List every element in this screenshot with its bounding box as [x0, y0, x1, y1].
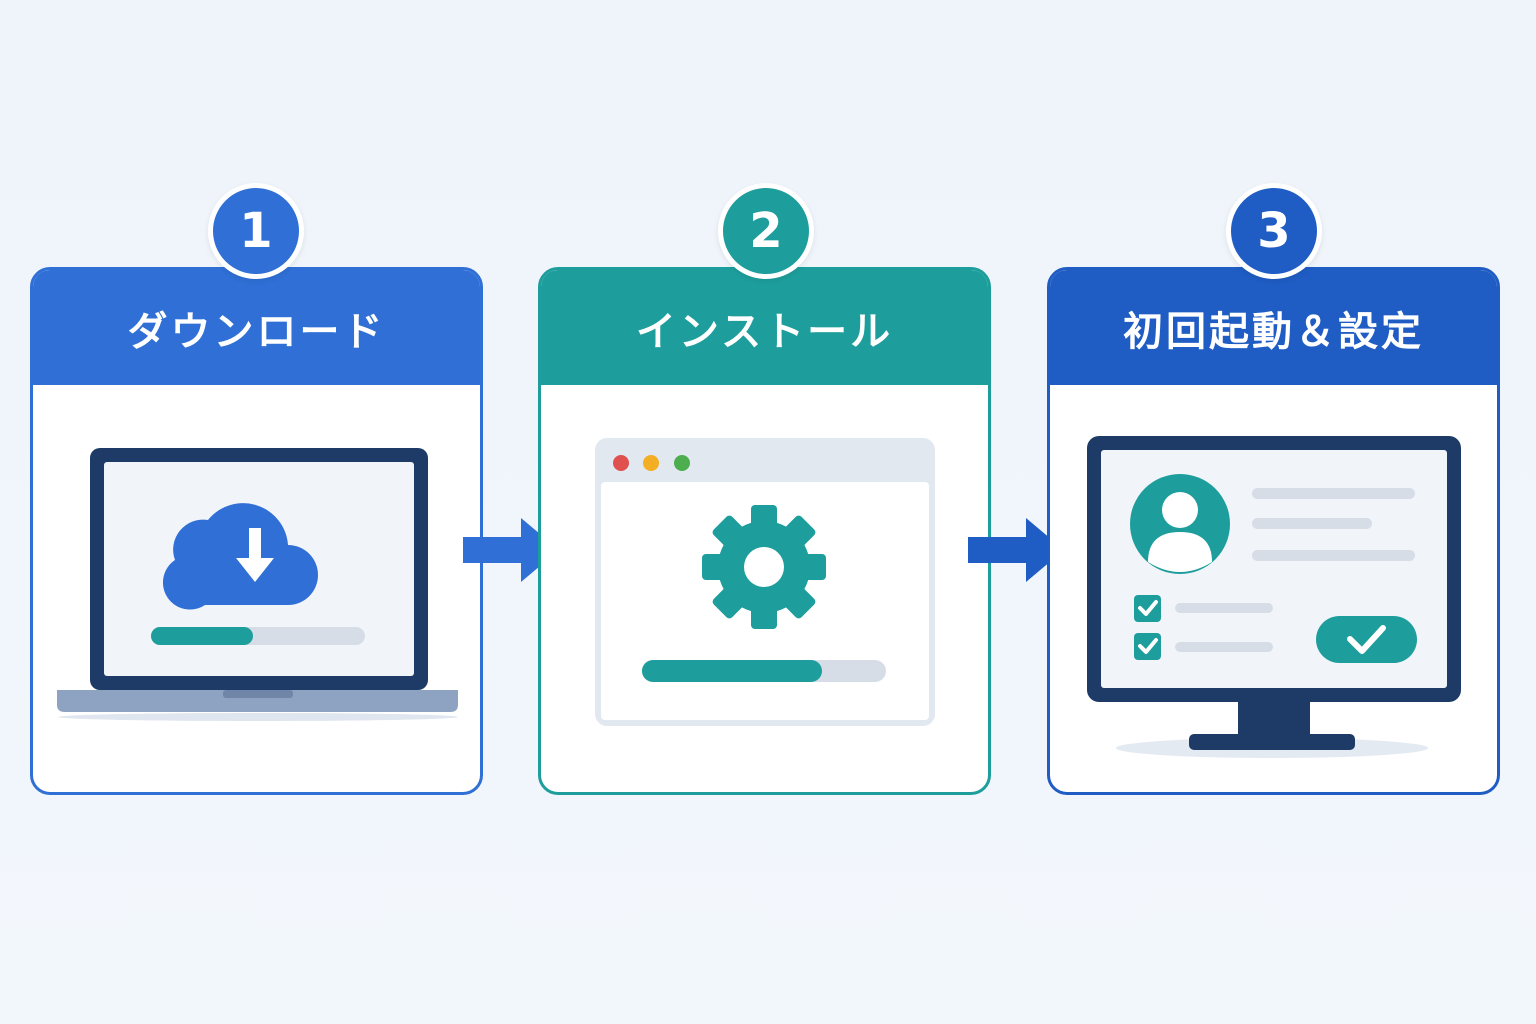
profile-text-line: [1252, 518, 1372, 529]
laptop-illustration: [57, 448, 458, 721]
download-progress-fill: [151, 627, 253, 645]
step-card-first-launch: 初回起動＆設定: [1047, 267, 1500, 795]
user-profile-icon: [1130, 474, 1230, 574]
step-card-install: インストール: [538, 267, 991, 795]
profile-text-line: [1252, 488, 1415, 499]
window-close-dot: [613, 455, 629, 471]
monitor-foot: [1189, 734, 1355, 750]
laptop-base: [57, 690, 458, 712]
step-number-badge: 3: [1226, 183, 1322, 279]
window-minimize-dot: [643, 455, 659, 471]
checkbox-checked-icon: [1134, 633, 1161, 660]
cloud-download-icon: [162, 503, 318, 610]
installer-window-illustration: [595, 438, 935, 726]
step-number-badge: 2: [718, 183, 814, 279]
checkbox-checked-icon: [1134, 595, 1161, 622]
arrow-right-icon: [463, 518, 559, 582]
window-maximize-dot: [674, 455, 690, 471]
arrow-right-icon: [968, 518, 1064, 582]
confirm-check-button-icon: [1316, 616, 1417, 663]
monitor-stand: [1238, 702, 1310, 738]
step-card-download: ダウンロード: [30, 267, 483, 795]
install-progress-fill: [642, 660, 822, 682]
monitor-illustration: [1087, 436, 1461, 758]
setting-text-line: [1175, 603, 1273, 613]
gear-icon: [702, 505, 826, 629]
step-title: 初回起動＆設定: [1050, 270, 1497, 385]
step-title: ダウンロード: [33, 270, 480, 385]
profile-text-line: [1252, 550, 1415, 561]
setting-text-line: [1175, 642, 1273, 652]
step-number-badge: 1: [208, 183, 304, 279]
step-title: インストール: [541, 270, 988, 385]
